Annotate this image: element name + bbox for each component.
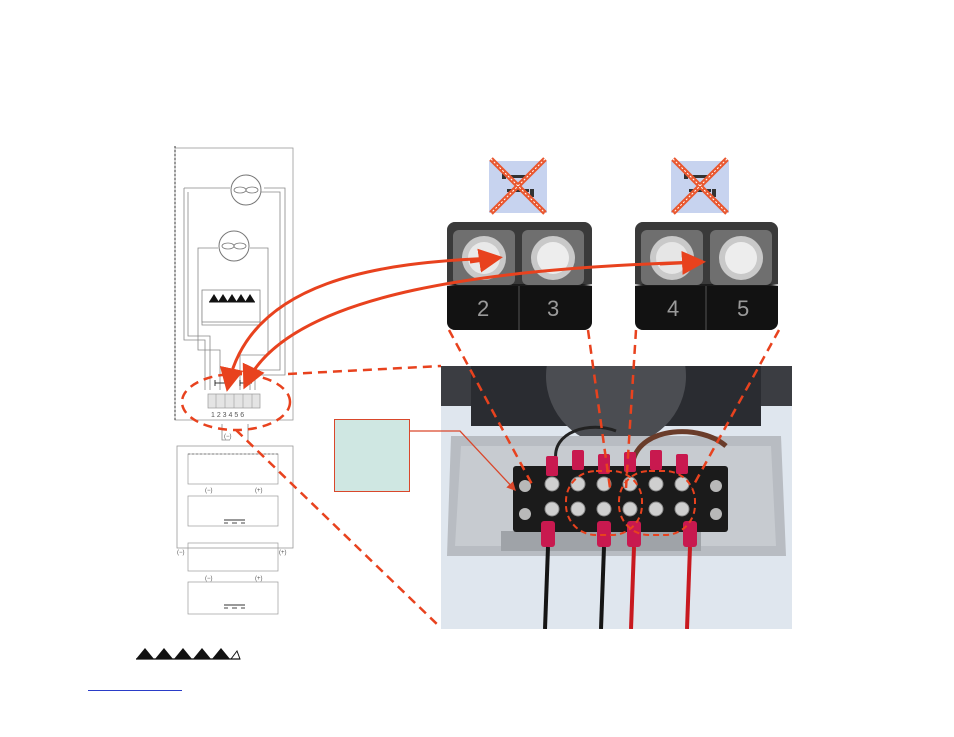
svg-text:(+): (+) [255, 576, 263, 582]
terminal-number: 4 [667, 296, 680, 321]
crossed-out-jumper-icon [489, 157, 547, 215]
callout-box [334, 419, 410, 492]
crossed-out-jumper-icon [671, 157, 729, 215]
terminal-number: 2 [477, 296, 490, 321]
svg-text:(−): (−) [205, 576, 213, 582]
fan-icon [218, 230, 250, 262]
fan-icon [230, 174, 262, 206]
arrow-4-5-to-schematic [242, 260, 701, 390]
schematic-terminal-strip [207, 380, 261, 409]
hyperlink-underline[interactable] [88, 690, 182, 691]
svg-text:(−): (−) [177, 550, 185, 556]
warning-triangle-row-icon [136, 648, 241, 660]
schematic-highlight-oval [180, 372, 292, 432]
dc-symbol-icon [224, 604, 245, 609]
terminal-number: 5 [737, 296, 750, 321]
terminal-block-photo [441, 366, 792, 629]
arrow-2-3-to-schematic [219, 256, 498, 392]
dc-symbol-icon [224, 519, 245, 524]
terminal-number: 3 [547, 296, 560, 321]
wiring-schematic: 1 2 3 4 5 6 (−) (−) (+) (−) (+) (−) (+) [174, 146, 294, 615]
terminal-number-labels: 1 2 3 4 5 6 [211, 412, 244, 419]
svg-text:(+): (+) [255, 488, 263, 494]
svg-text:(−): (−) [205, 488, 213, 494]
svg-text:(+): (+) [279, 550, 287, 556]
svg-text:(−): (−) [224, 434, 232, 440]
module-triangles-icon [209, 294, 255, 303]
